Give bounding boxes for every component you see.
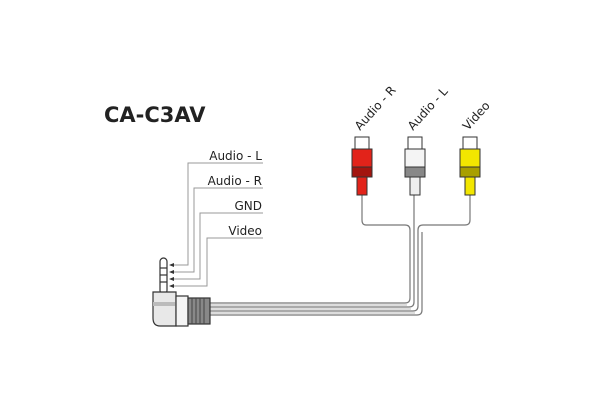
arrow-icons <box>169 263 174 288</box>
leader-lines <box>173 162 263 287</box>
rca-plug-red <box>351 136 373 196</box>
jack-plug <box>152 257 211 327</box>
rca-label-audio-l: Audio - L <box>405 84 451 133</box>
rca-plug-white <box>404 136 426 196</box>
label-audio-l: Audio - L <box>209 149 262 163</box>
label-video: Video <box>228 224 262 238</box>
rca-label-video: Video <box>460 99 493 133</box>
label-audio-r: Audio - R <box>208 174 262 188</box>
rca-label-audio-r: Audio - R <box>352 83 399 133</box>
jack-labels: Audio - L Audio - R GND Video <box>208 149 263 238</box>
rca-plug-yellow <box>459 136 481 196</box>
cable-highlight <box>210 304 415 314</box>
label-gnd: GND <box>234 199 262 213</box>
cable <box>210 195 471 316</box>
product-title: CA-C3AV <box>104 103 206 127</box>
